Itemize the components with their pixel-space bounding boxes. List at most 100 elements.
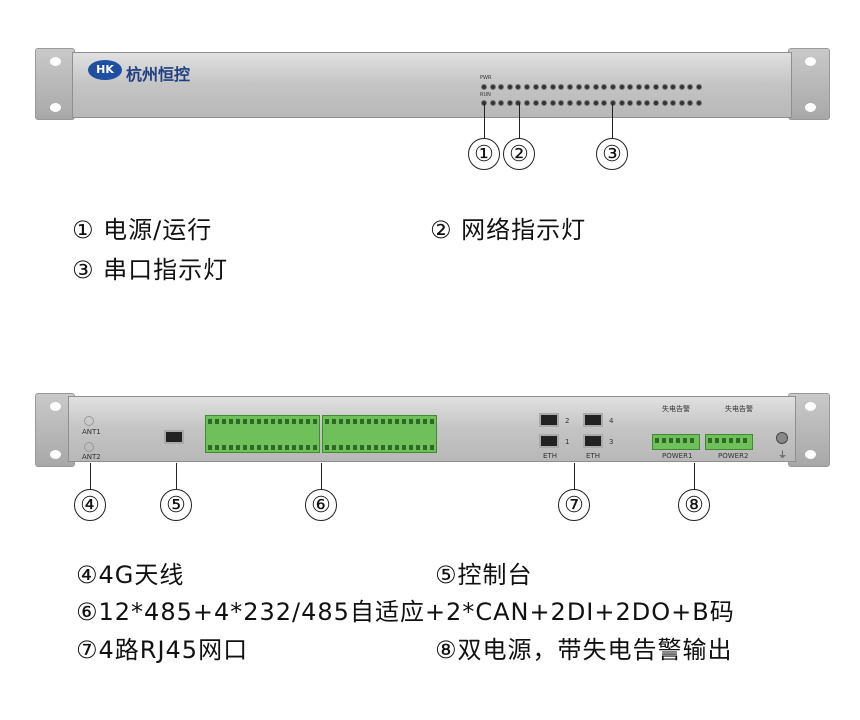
antenna-port-2[interactable]: [84, 442, 94, 452]
terminal-pin: [743, 438, 747, 443]
terminal-pin: [325, 445, 329, 450]
terminal-pin: [278, 419, 282, 424]
terminal-pin: [346, 419, 350, 424]
terminal-pin: [690, 438, 694, 443]
led-indicator: [618, 100, 625, 106]
terminal-pin: [339, 445, 343, 450]
terminal-pin: [208, 445, 212, 450]
console-port[interactable]: [164, 430, 184, 444]
led-indicator: [601, 84, 608, 90]
legend-item-6: ⑥12*485+4*232/485自适应+2*CAN+2DI+2DO+B码: [76, 592, 735, 627]
led-indicator: [661, 100, 668, 106]
legend-item-4: ④4G天线: [76, 555, 184, 590]
terminal-pin: [416, 419, 420, 424]
callout-8: ⑧: [678, 489, 710, 521]
terminal-pin: [299, 419, 303, 424]
callout-3: ③: [596, 138, 628, 170]
legend-num: ③: [72, 256, 95, 284]
led-indicator: [515, 84, 522, 90]
terminal-pin: [285, 445, 289, 450]
terminal-pin: [381, 419, 385, 424]
terminal-pin: [222, 419, 226, 424]
led-indicator: [696, 100, 702, 106]
led-indicator: [653, 100, 659, 106]
terminal-pin: [374, 445, 378, 450]
serial-terminal-block-2[interactable]: [322, 415, 437, 453]
terminal-pin: [655, 438, 659, 443]
eth-port-1[interactable]: [539, 434, 559, 448]
terminal-pin: [388, 445, 392, 450]
led-indicator: [515, 100, 522, 106]
callout-4: ④: [74, 489, 106, 521]
terminal-pin: [325, 419, 329, 424]
led-indicator: [558, 84, 565, 90]
led-indicator: [644, 100, 651, 106]
led-indicator: [524, 84, 530, 90]
terminal-pin: [250, 419, 254, 424]
legend-item-2: ② 网络指示灯: [430, 210, 586, 245]
eth-port-number: 4: [609, 417, 614, 425]
terminal-pin: [722, 438, 726, 443]
led-indicator: [635, 84, 642, 90]
led-indicator: [592, 100, 599, 106]
terminal-pin: [353, 445, 357, 450]
terminal-pin: [708, 438, 712, 443]
ground-screw-icon: [776, 432, 788, 444]
terminal-pin: [416, 445, 420, 450]
callout-5: ⑤: [160, 489, 192, 521]
led-indicator: [627, 84, 634, 90]
legend-text: 12*485+4*232/485自适应+2*CAN+2DI+2DO+B码: [98, 598, 735, 626]
ground-symbol-icon: ⏚: [778, 451, 788, 461]
eth-port-3[interactable]: [583, 434, 603, 448]
legend-item-1: ① 电源/运行: [72, 210, 212, 245]
legend-item-7: ⑦4路RJ45网口: [76, 630, 248, 665]
callout-6: ⑥: [305, 489, 337, 521]
led-indicator: [627, 100, 634, 106]
power2-label: POWER2: [718, 452, 749, 460]
led-indicator: [498, 100, 505, 106]
eth-label: ETH: [543, 452, 557, 460]
led-label-pwr: PWR: [480, 75, 492, 81]
eth-port-2[interactable]: [539, 413, 559, 427]
led-indicator: [670, 100, 677, 106]
terminal-pin: [715, 438, 719, 443]
terminal-pin: [360, 419, 364, 424]
led-indicator: [610, 84, 616, 90]
eth-port-number: 1: [565, 438, 570, 446]
led-indicator: [541, 84, 548, 90]
terminal-pin: [339, 419, 343, 424]
terminal-pin: [285, 419, 289, 424]
terminal-pin: [292, 419, 296, 424]
terminal-pin: [430, 419, 434, 424]
led-indicator: [644, 84, 651, 90]
led-indicator: [618, 84, 625, 90]
terminal-pin: [395, 445, 399, 450]
power2-connector[interactable]: [705, 434, 753, 450]
terminal-pin: [215, 445, 219, 450]
terminal-pin: [409, 419, 413, 424]
terminal-pin: [236, 419, 240, 424]
eth-port-4[interactable]: [583, 413, 603, 427]
led-indicator: [653, 84, 659, 90]
terminal-pin: [360, 445, 364, 450]
terminal-pin: [395, 419, 399, 424]
legend-text: 4G天线: [98, 561, 185, 589]
terminal-pin: [402, 445, 406, 450]
terminal-pin: [423, 445, 427, 450]
led-indicator: [678, 100, 685, 106]
led-label-run: RUN: [480, 92, 491, 98]
led-indicator: [549, 84, 556, 90]
led-indicator: [696, 84, 702, 90]
terminal-pin: [229, 445, 233, 450]
power1-connector[interactable]: [652, 434, 700, 450]
eth-label: ETH: [586, 452, 600, 460]
terminal-pin: [306, 419, 310, 424]
legend-num: ⑦: [76, 636, 99, 664]
terminal-pin: [313, 419, 317, 424]
led-indicator: [661, 84, 668, 90]
power1-label: POWER1: [662, 452, 693, 460]
serial-terminal-block-1[interactable]: [205, 415, 320, 453]
antenna-port-1[interactable]: [84, 416, 94, 426]
terminal-pin: [271, 419, 275, 424]
ant1-label: ANT1: [82, 428, 101, 436]
